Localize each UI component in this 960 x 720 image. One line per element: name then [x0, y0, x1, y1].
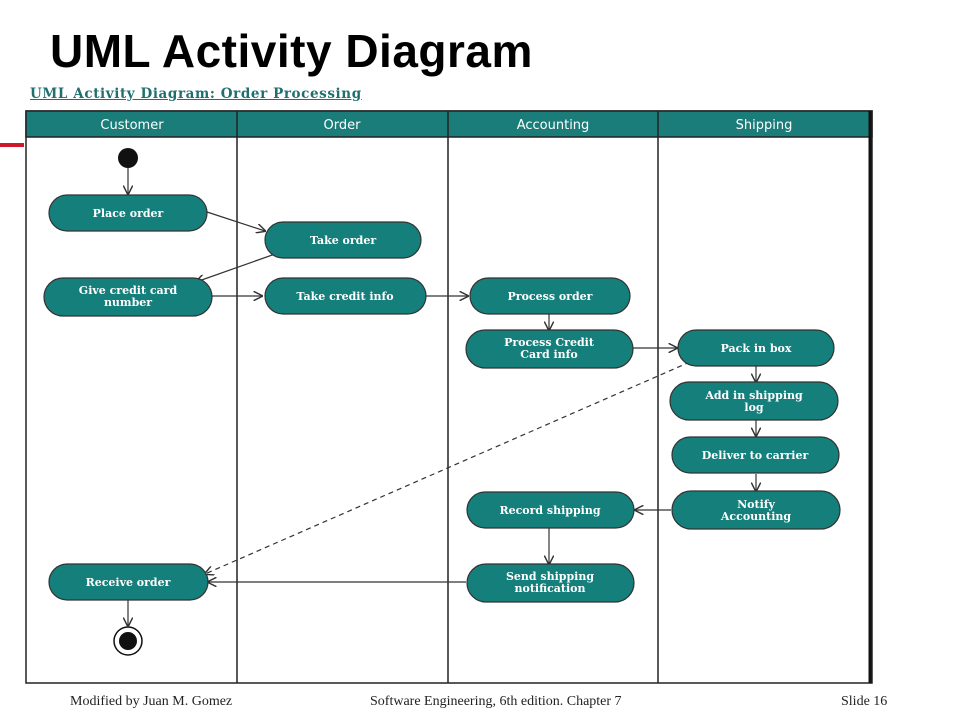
- label-record-shipping: Record shipping: [499, 504, 600, 517]
- label-give-cc-2: number: [104, 296, 152, 309]
- diagram-caption: UML Activity Diagram: Order Processing: [30, 86, 362, 102]
- label-deliver-carrier: Deliver to carrier: [702, 449, 809, 462]
- footer-author: Modified by Juan M. Gomez: [70, 694, 233, 709]
- label-pack-in-box: Pack in box: [721, 342, 792, 355]
- footer-slide-number: Slide 16: [841, 694, 888, 709]
- node-give-credit-card: [43, 277, 213, 317]
- node-take-credit-info: [264, 277, 427, 315]
- node-record-shipping: [466, 491, 635, 529]
- lane-order: Order: [324, 118, 362, 133]
- node-notify-accounting: [671, 490, 841, 530]
- label-process-cc-2: Card info: [520, 348, 577, 361]
- lane-customer: Customer: [100, 118, 164, 133]
- label-add-log-2: log: [744, 401, 764, 414]
- node-take-order: [264, 221, 422, 259]
- node-send-notification: [466, 563, 635, 603]
- lane-shipping: Shipping: [736, 118, 793, 133]
- label-add-log-1: Add in shipping: [704, 389, 803, 402]
- accent-dash: [0, 143, 24, 147]
- node-deliver-carrier: [671, 436, 840, 474]
- label-send-notif-1: Send shipping: [506, 570, 594, 583]
- label-notify-1: Notify: [737, 498, 775, 511]
- node-process-credit-card: [465, 329, 634, 369]
- footer-book: Software Engineering, 6th edition. Chapt…: [370, 694, 622, 709]
- flow-connectors: [128, 168, 756, 626]
- label-receive-order: Receive order: [86, 576, 171, 589]
- slide-title: UML Activity Diagram: [50, 25, 533, 77]
- label-notify-2: Accounting: [720, 510, 792, 523]
- node-pack-in-box: [677, 329, 835, 367]
- label-take-cc-info: Take credit info: [296, 290, 393, 303]
- label-process-cc-1: Process Credit: [504, 336, 595, 349]
- start-node: [118, 148, 138, 168]
- label-place-order: Place order: [93, 207, 164, 220]
- lane-accounting: Accounting: [517, 118, 590, 133]
- label-send-notif-2: notification: [514, 582, 585, 595]
- label-process-order: Process order: [508, 290, 593, 303]
- label-give-cc-1: Give credit card: [79, 284, 178, 297]
- node-place-order: [48, 194, 208, 232]
- node-process-order: [469, 277, 631, 315]
- node-add-shipping-log: [669, 381, 839, 421]
- node-receive-order: [48, 563, 209, 601]
- label-take-order: Take order: [310, 234, 377, 247]
- end-node: [113, 626, 143, 656]
